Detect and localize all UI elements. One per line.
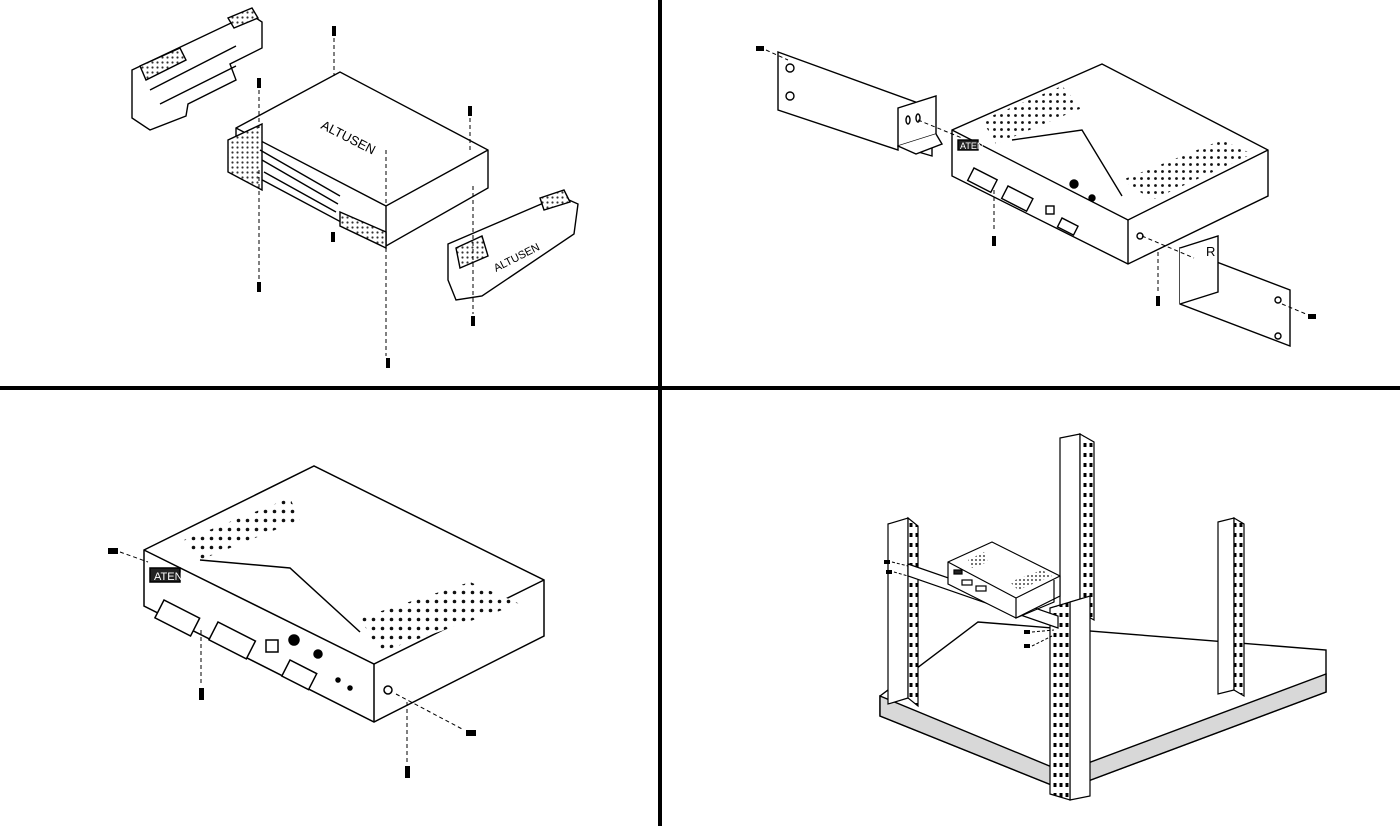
screws xyxy=(257,26,475,368)
screw-icon xyxy=(257,78,261,88)
guide-lines xyxy=(119,551,465,764)
mounted-device xyxy=(907,541,1061,629)
screw-icon xyxy=(756,46,764,51)
rack-mount-illustration xyxy=(879,432,1327,801)
device-brand-label: ATEN xyxy=(960,141,983,151)
screw-icon xyxy=(992,236,996,246)
audio-jack-icon xyxy=(288,634,300,646)
dvi-port-icon xyxy=(207,620,257,660)
screw-icon xyxy=(331,232,335,242)
panel-device-screws: ATEN xyxy=(0,390,658,826)
screw-icon xyxy=(108,548,118,554)
bracket-mark-label: R xyxy=(1206,244,1215,259)
dvi-port-icon xyxy=(975,585,987,592)
screw-icon xyxy=(1024,630,1030,634)
panel-attach-brackets: ATEN R xyxy=(662,0,1400,386)
device-body: ATEN xyxy=(951,63,1269,265)
horizontal-divider xyxy=(0,386,1400,390)
panel-remove-grips: ALTUSEN ALTUSEN xyxy=(0,0,658,386)
guide-lines xyxy=(258,38,474,356)
grips-removal-illustration: ALTUSEN ALTUSEN xyxy=(131,7,579,368)
screw-icon xyxy=(405,766,410,778)
left-bracket xyxy=(777,51,944,157)
brand-badge xyxy=(957,139,979,151)
screw-icon xyxy=(332,26,336,36)
screw-icon xyxy=(886,570,892,574)
vertical-divider xyxy=(658,0,662,826)
screw-icon xyxy=(1156,296,1160,306)
screw-icon xyxy=(466,730,476,736)
dvi-port-icon xyxy=(1000,185,1034,213)
screws xyxy=(884,560,1030,648)
screw-icon xyxy=(257,282,261,292)
brackets-illustration: ATEN R xyxy=(756,46,1316,348)
rack-post-back-left xyxy=(1059,432,1095,622)
screw-icon xyxy=(884,560,890,564)
guide-lines xyxy=(891,561,1055,647)
dvi-port-icon xyxy=(961,579,973,586)
usb-port-icon xyxy=(265,639,279,653)
screws xyxy=(756,46,1316,319)
status-led-icon xyxy=(383,685,393,695)
rack-post-front-left xyxy=(887,516,919,708)
guide-lines xyxy=(765,49,1307,315)
audio-jack-icon xyxy=(1069,179,1079,189)
screws xyxy=(108,548,476,778)
dvi-port-icon xyxy=(966,167,999,194)
panel-rack-mount xyxy=(662,390,1400,826)
dvi-port-icon xyxy=(153,598,201,637)
rack-base xyxy=(879,621,1327,791)
screw-icon xyxy=(386,358,390,368)
device-screws-illustration: ATEN xyxy=(108,465,545,778)
brand-badge xyxy=(953,569,963,575)
screw-icon xyxy=(471,316,475,326)
device-body: ATEN xyxy=(143,465,545,723)
device-brand-label: ATEN xyxy=(154,571,183,583)
brand-badge xyxy=(149,567,181,583)
rack-post-back-right xyxy=(1217,516,1245,698)
left-grip xyxy=(131,7,263,131)
rack-post-front-right xyxy=(1049,595,1091,801)
screw-icon xyxy=(1024,644,1030,648)
screw-icon xyxy=(199,688,204,700)
vga-port-icon xyxy=(1056,217,1079,237)
screw-icon xyxy=(468,106,472,116)
screw-icon xyxy=(1308,314,1316,319)
device-body: ALTUSEN xyxy=(227,71,489,250)
right-grip: ALTUSEN xyxy=(447,189,579,301)
right-bracket: R xyxy=(1179,235,1291,348)
usb-port-icon xyxy=(1045,205,1055,215)
vga-port-icon xyxy=(280,658,318,691)
